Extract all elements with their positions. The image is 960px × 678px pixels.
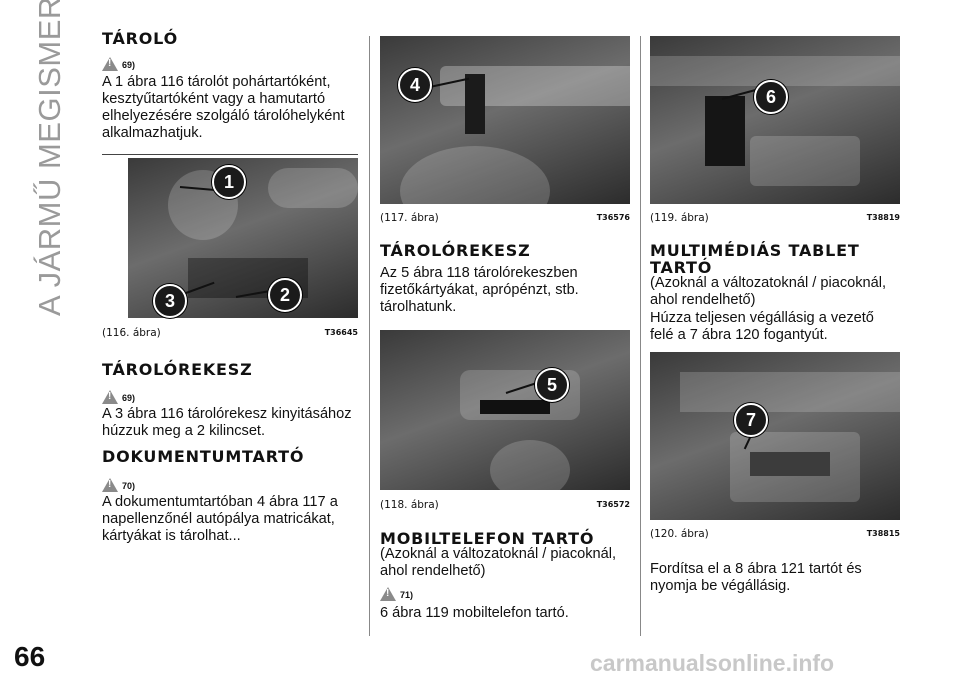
callout-5: 5 xyxy=(535,368,569,402)
caption-code: T36576 xyxy=(596,213,630,222)
caption-code: T38819 xyxy=(866,213,900,222)
section-title: TÁROLÓREKESZ xyxy=(102,360,253,379)
subtitle: (Azoknál a változatoknál / piacoknál, ah… xyxy=(650,275,887,308)
warning-ref-number: 69) xyxy=(122,393,136,403)
caption-label: (117. ábra) xyxy=(380,212,439,224)
section-title: MOBILTELEFON TARTÓ xyxy=(380,529,595,548)
figure-caption: (120. ábra) T38815 xyxy=(650,528,900,540)
paragraph: Húzza teljesen végállásig a vezető felé … xyxy=(650,310,874,343)
figure-117-image xyxy=(380,36,630,204)
figure-caption: (119. ábra) T38819 xyxy=(650,212,900,224)
warning-ref: 70) xyxy=(102,472,135,492)
callout-6: 6 xyxy=(754,80,788,114)
column-separator xyxy=(369,36,370,636)
page-number: 66 xyxy=(14,641,46,672)
warning-ref: 69) xyxy=(102,51,135,71)
caption-label: (120. ábra) xyxy=(650,528,709,540)
callout-2: 2 xyxy=(268,278,302,312)
section-title: TÁROLÓ xyxy=(102,29,179,48)
section-title: DOKUMENTUMTARTÓ xyxy=(102,447,305,466)
callout-1: 1 xyxy=(212,165,246,199)
caption-label: (118. ábra) xyxy=(380,499,439,511)
paragraph: Az 5 ábra 118 tárolórekeszben fizetőkárt… xyxy=(380,265,579,315)
side-label-text: A JÁRMŰ MEGISMERÉSE xyxy=(32,0,67,316)
figure-118-image xyxy=(380,330,630,490)
callout-4: 4 xyxy=(398,68,432,102)
callout-3: 3 xyxy=(153,284,187,318)
subtitle: (Azoknál a változatoknál / piacoknál, ah… xyxy=(380,546,617,579)
figure-caption: (118. ábra) T36572 xyxy=(380,499,630,511)
warning-icon xyxy=(102,478,118,492)
section-title: MULTIMÉDIÁS TABLET TARTÓ xyxy=(650,241,860,277)
paragraph: A 1 ábra 116 tárolót pohártartóként, kes… xyxy=(102,74,345,141)
figure-caption: (117. ábra) T36576 xyxy=(380,212,630,224)
figure-120-image xyxy=(650,352,900,520)
warning-icon xyxy=(380,587,396,601)
caption-code: T38815 xyxy=(866,529,900,538)
figure-caption: (116. ábra) T36645 xyxy=(102,327,358,339)
caption-code: T36645 xyxy=(324,328,358,337)
warning-ref-number: 69) xyxy=(122,60,136,70)
caption-label: (119. ábra) xyxy=(650,212,709,224)
paragraph: 6 ábra 119 mobiltelefon tartó. xyxy=(380,605,569,621)
section-title: TÁROLÓREKESZ xyxy=(380,241,531,260)
figure-119-image xyxy=(650,36,900,204)
paragraph: A dokumentumtartóban 4 ábra 117 a napell… xyxy=(102,494,338,544)
warning-ref-number: 71) xyxy=(400,590,414,600)
warning-ref-number: 70) xyxy=(122,481,136,491)
column-separator xyxy=(640,36,641,636)
caption-code: T36572 xyxy=(596,500,630,509)
paragraph: A 3 ábra 116 tárolórekesz kinyitásához h… xyxy=(102,406,352,439)
warning-ref: 71) xyxy=(380,581,413,601)
warning-icon xyxy=(102,57,118,71)
divider xyxy=(102,154,358,155)
callout-7: 7 xyxy=(734,403,768,437)
section-taroló: TÁROLÓ xyxy=(102,30,178,47)
paragraph: Fordítsa el a 8 ábra 121 tartót és nyomj… xyxy=(650,561,862,594)
warning-icon xyxy=(102,390,118,404)
side-section-label: A JÁRMŰ MEGISMERÉSE xyxy=(18,0,67,318)
warning-ref: 69) xyxy=(102,384,135,404)
watermark: carmanualsonline.info xyxy=(590,650,835,676)
caption-label: (116. ábra) xyxy=(102,327,161,339)
